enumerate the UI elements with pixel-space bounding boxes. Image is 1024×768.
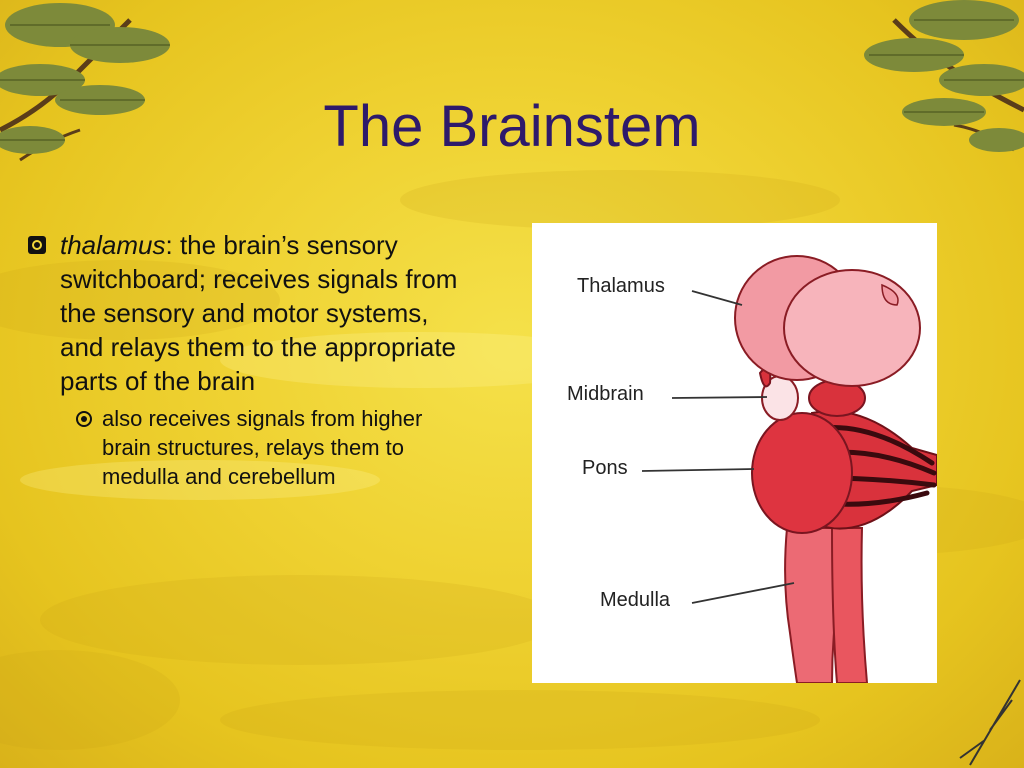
sub-bullet-marker-icon	[76, 411, 92, 427]
pine-branch-decoration-left	[0, 3, 170, 162]
slide-title: The Brainstem	[323, 94, 701, 159]
bullet-term: thalamus	[60, 230, 166, 260]
sub-bullet-text: also receives signals from higher brain …	[102, 406, 423, 489]
label-pons: Pons	[582, 457, 628, 479]
sketch-decoration	[959, 679, 1021, 766]
bullet-text: : the brain’s sensory switchboard; recei…	[60, 230, 458, 396]
label-thalamus: Thalamus	[577, 275, 665, 297]
brainstem-illustration	[641, 255, 937, 683]
bullet-marker-icon	[28, 236, 46, 254]
label-medulla: Medulla	[600, 589, 671, 611]
pine-branch-decoration-right	[864, 0, 1024, 152]
bullet-thalamus: thalamus: the brain’s sensory switchboar…	[28, 228, 468, 398]
label-midbrain: Midbrain	[567, 383, 644, 405]
sub-bullet: also receives signals from higher brain …	[76, 404, 468, 491]
brainstem-diagram: Thalamus Midbrain Pons Medulla	[532, 223, 937, 683]
bullet-list: thalamus: the brain’s sensory switchboar…	[28, 228, 468, 491]
